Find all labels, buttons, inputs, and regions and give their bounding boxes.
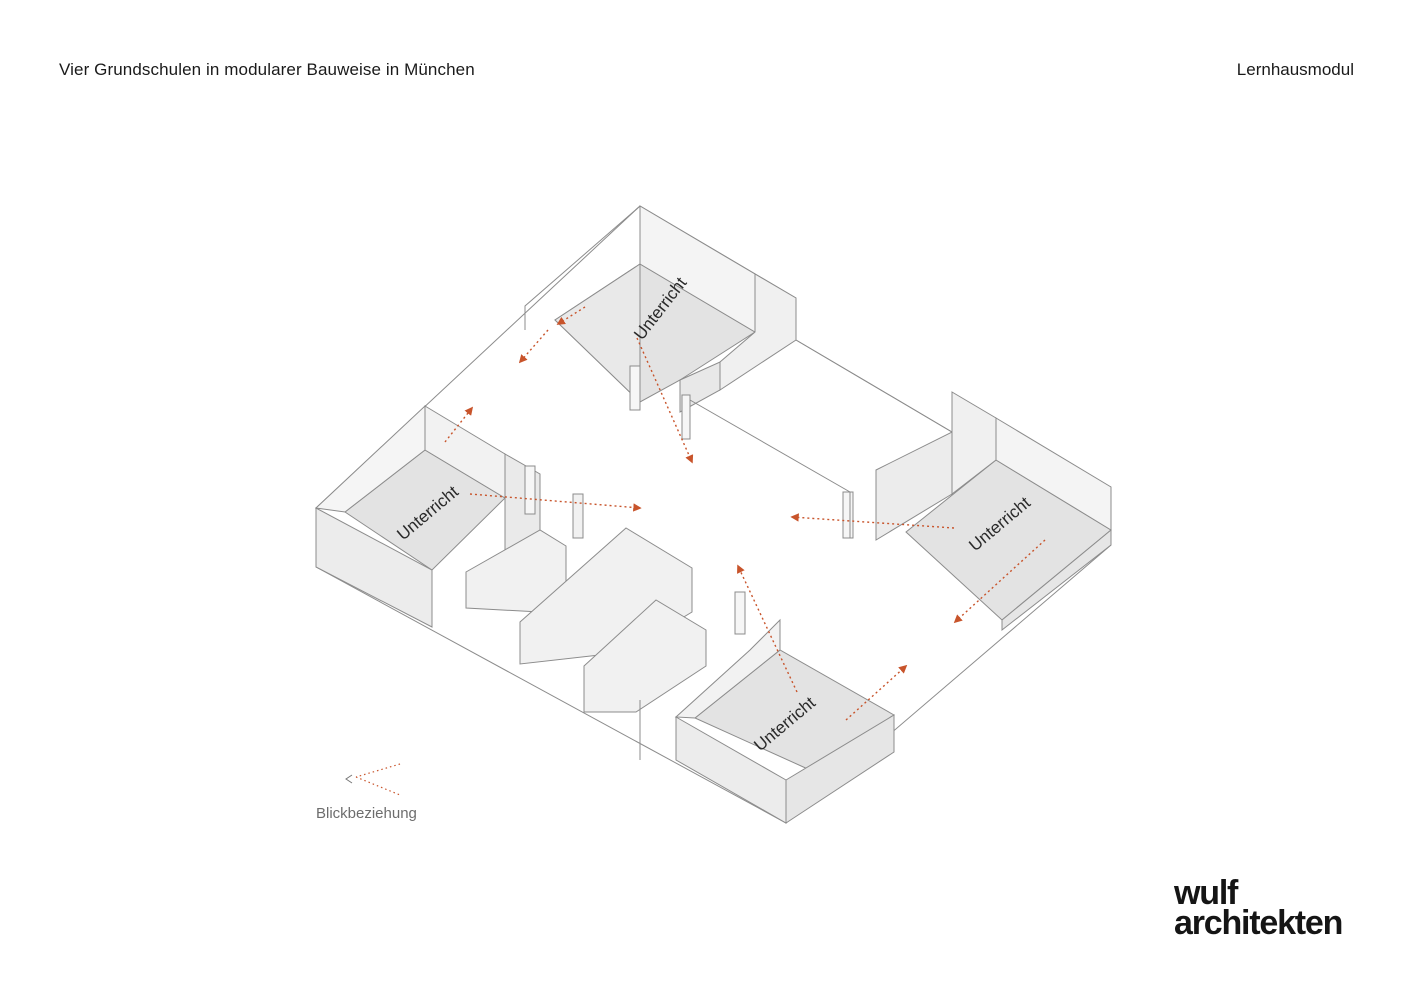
classroom-right <box>842 391 1112 632</box>
sightline <box>556 306 586 325</box>
sightline <box>737 564 798 693</box>
service-rooms <box>431 339 953 760</box>
legend-sightline-icon <box>345 763 401 796</box>
sightline <box>790 513 955 529</box>
sightline <box>444 406 474 443</box>
sightline <box>518 329 549 364</box>
company-logo: wulf architekten <box>1174 874 1343 942</box>
classroom-left <box>314 404 541 628</box>
sightlines <box>444 306 1046 721</box>
document-title: Vier Grundschulen in modularer Bauweise … <box>59 60 475 79</box>
classroom-bottom <box>674 591 895 824</box>
classroom-top <box>524 205 797 440</box>
sightline <box>845 664 908 721</box>
sightline <box>953 539 1046 624</box>
logo-line-2: architekten <box>1174 904 1343 942</box>
legend: Blickbeziehung <box>316 757 456 837</box>
sightline <box>469 493 642 512</box>
legend-label: Blickbeziehung <box>316 805 417 822</box>
logo-line-1: wulf <box>1174 874 1238 912</box>
section-title: Lernhausmodul <box>1236 60 1354 79</box>
